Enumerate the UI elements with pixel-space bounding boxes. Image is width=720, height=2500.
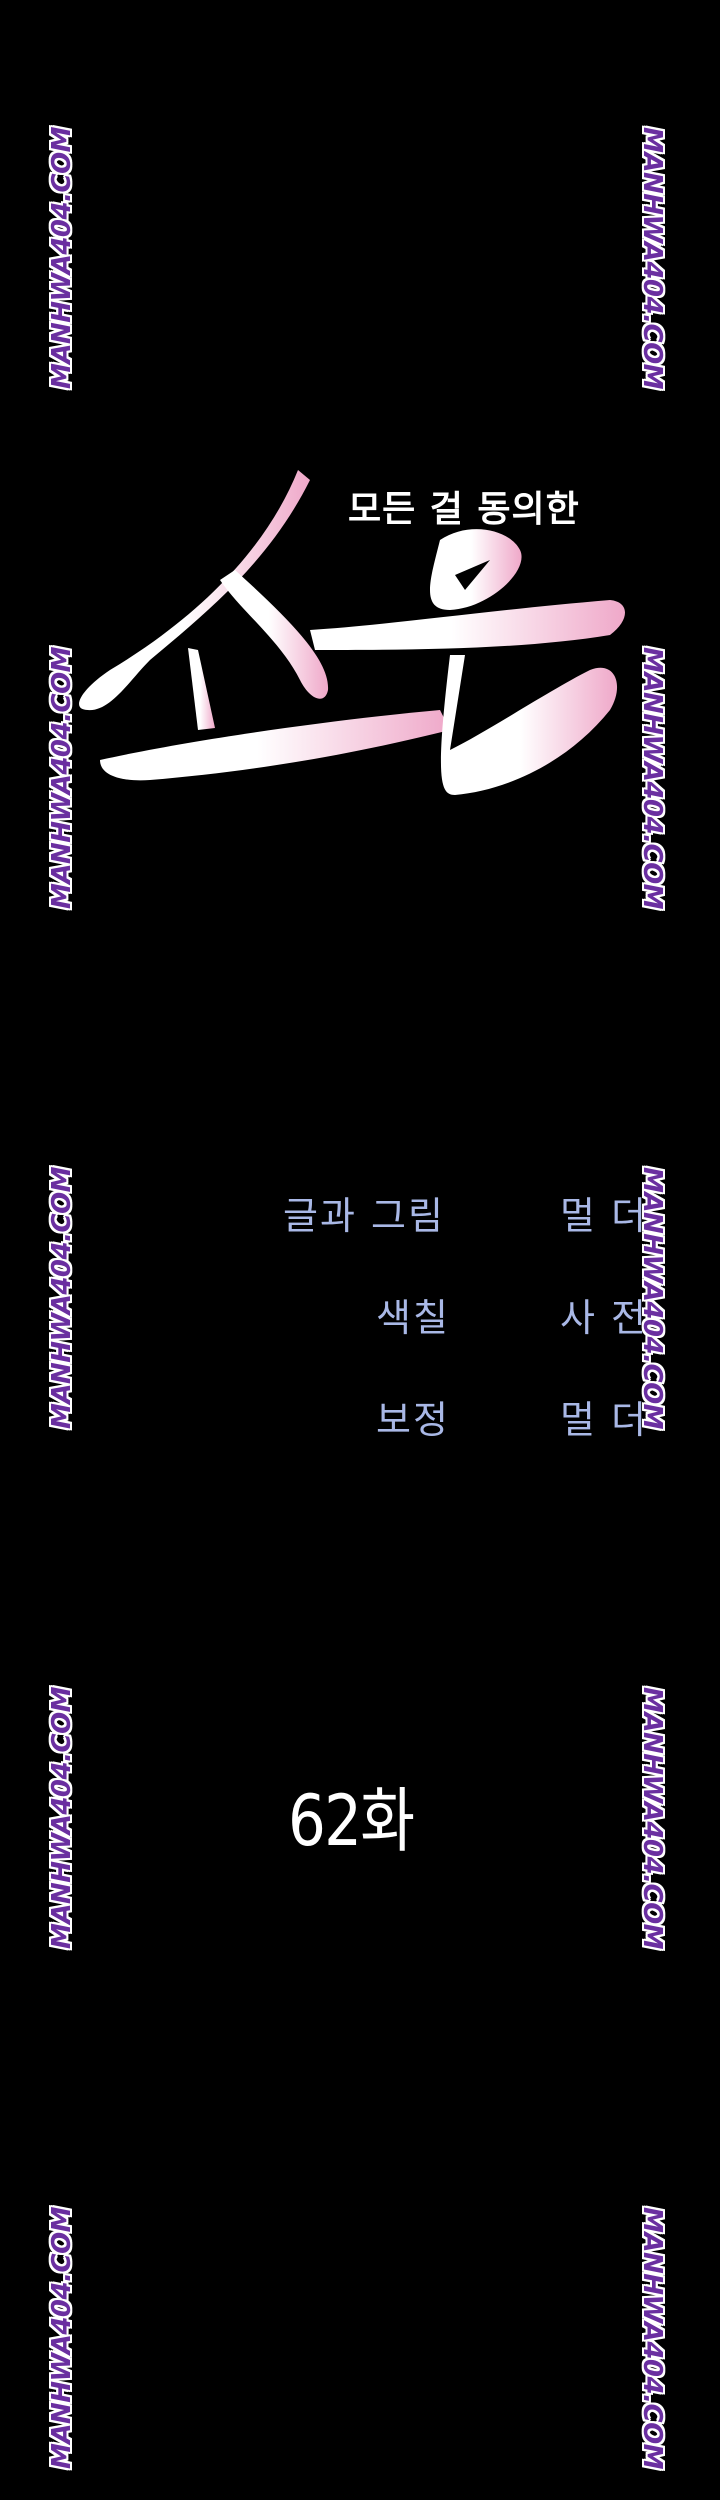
title-subtitle: 모든 걸 동의한 (348, 489, 580, 530)
credit-role-retouch: 보정 (376, 1398, 450, 1442)
watermark-right-1: MANHWA404.COM (637, 126, 667, 389)
chapter-label: 62화 (288, 1780, 415, 1862)
watermark-left-3: MANHWA404.COM (47, 1166, 77, 1429)
watermark-left-4: MANHWA404.COM (47, 1686, 77, 1949)
watermark-right-2: MANHWA404.COM (637, 646, 667, 909)
watermark-right-4: MANHWA404.COM (637, 1686, 667, 1949)
watermark-left-5: MANHWA404.COM (47, 2206, 77, 2469)
credit-role-color: 색칠 (376, 1296, 450, 1340)
credit-name-color: 사 전 (560, 1296, 648, 1340)
credit-role-story-art: 글과 그림 (283, 1194, 445, 1238)
credit-name-retouch: 멀 더 (560, 1398, 648, 1442)
watermark-right-5: MANHWA404.COM (637, 2206, 667, 2469)
title-logo (79, 470, 625, 795)
credit-name-story-art: 멀 더 (560, 1194, 648, 1238)
watermark-left-1: MANHWA404.COM (47, 126, 77, 389)
